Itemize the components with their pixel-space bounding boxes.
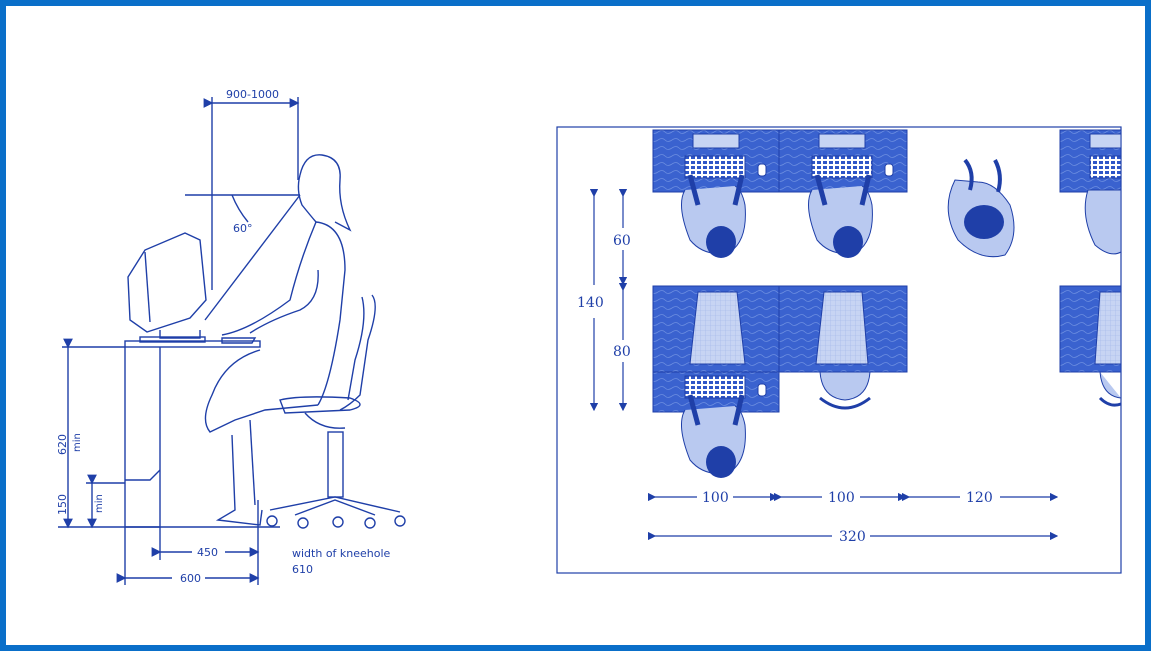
width-3-label: 120 [966,490,993,506]
workstation-bottom-2 [778,285,908,410]
plan-view-dimensions [589,188,1059,541]
reach-label: 900-1000 [226,88,279,101]
angle-label: 60° [233,222,253,235]
desk-height-unit: min [72,433,83,452]
kneehole-text: width of kneehole [292,547,391,560]
foot-clearance-label: 150 [56,494,69,515]
walking-person [947,158,1015,258]
row-gap-label: 60 [613,233,631,249]
width-1-label: 100 [702,490,729,506]
workstation-top-2 [778,129,908,258]
workstation-bottom-3 [1059,285,1122,407]
desk-height-label: 620 [56,434,69,455]
kneehole-value: 610 [292,563,313,576]
leg-depth-label: 600 [180,572,201,585]
width-2-label: 100 [828,490,855,506]
total-width-label: 320 [839,529,866,545]
total-depth-label: 140 [577,295,604,311]
plan-view-drawing [652,129,1122,478]
workstation-top-1 [652,129,780,258]
workstation-top-3 [1059,129,1122,255]
side-view-drawing [58,97,406,585]
workstation-bottom-1 [652,285,780,478]
desk-depth-label: 80 [613,344,631,360]
knee-depth-label: 450 [197,546,218,559]
foot-clearance-unit: min [94,494,105,513]
